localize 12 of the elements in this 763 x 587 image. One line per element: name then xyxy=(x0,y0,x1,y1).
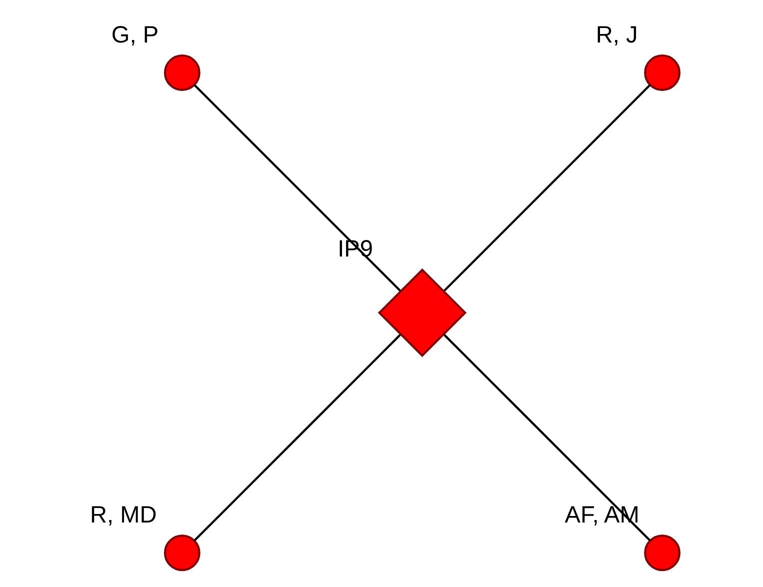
node-label: R, MD xyxy=(90,501,157,528)
node-circle xyxy=(644,534,680,572)
node-circle xyxy=(164,54,200,91)
node-circle xyxy=(644,54,680,91)
connector xyxy=(444,84,651,292)
connector xyxy=(194,334,401,542)
connector xyxy=(444,334,651,542)
node-label: G, P xyxy=(111,21,159,48)
node-label: R, J xyxy=(596,21,638,48)
node-circle xyxy=(164,534,200,572)
node-diamond xyxy=(378,268,467,358)
connector xyxy=(194,84,401,292)
